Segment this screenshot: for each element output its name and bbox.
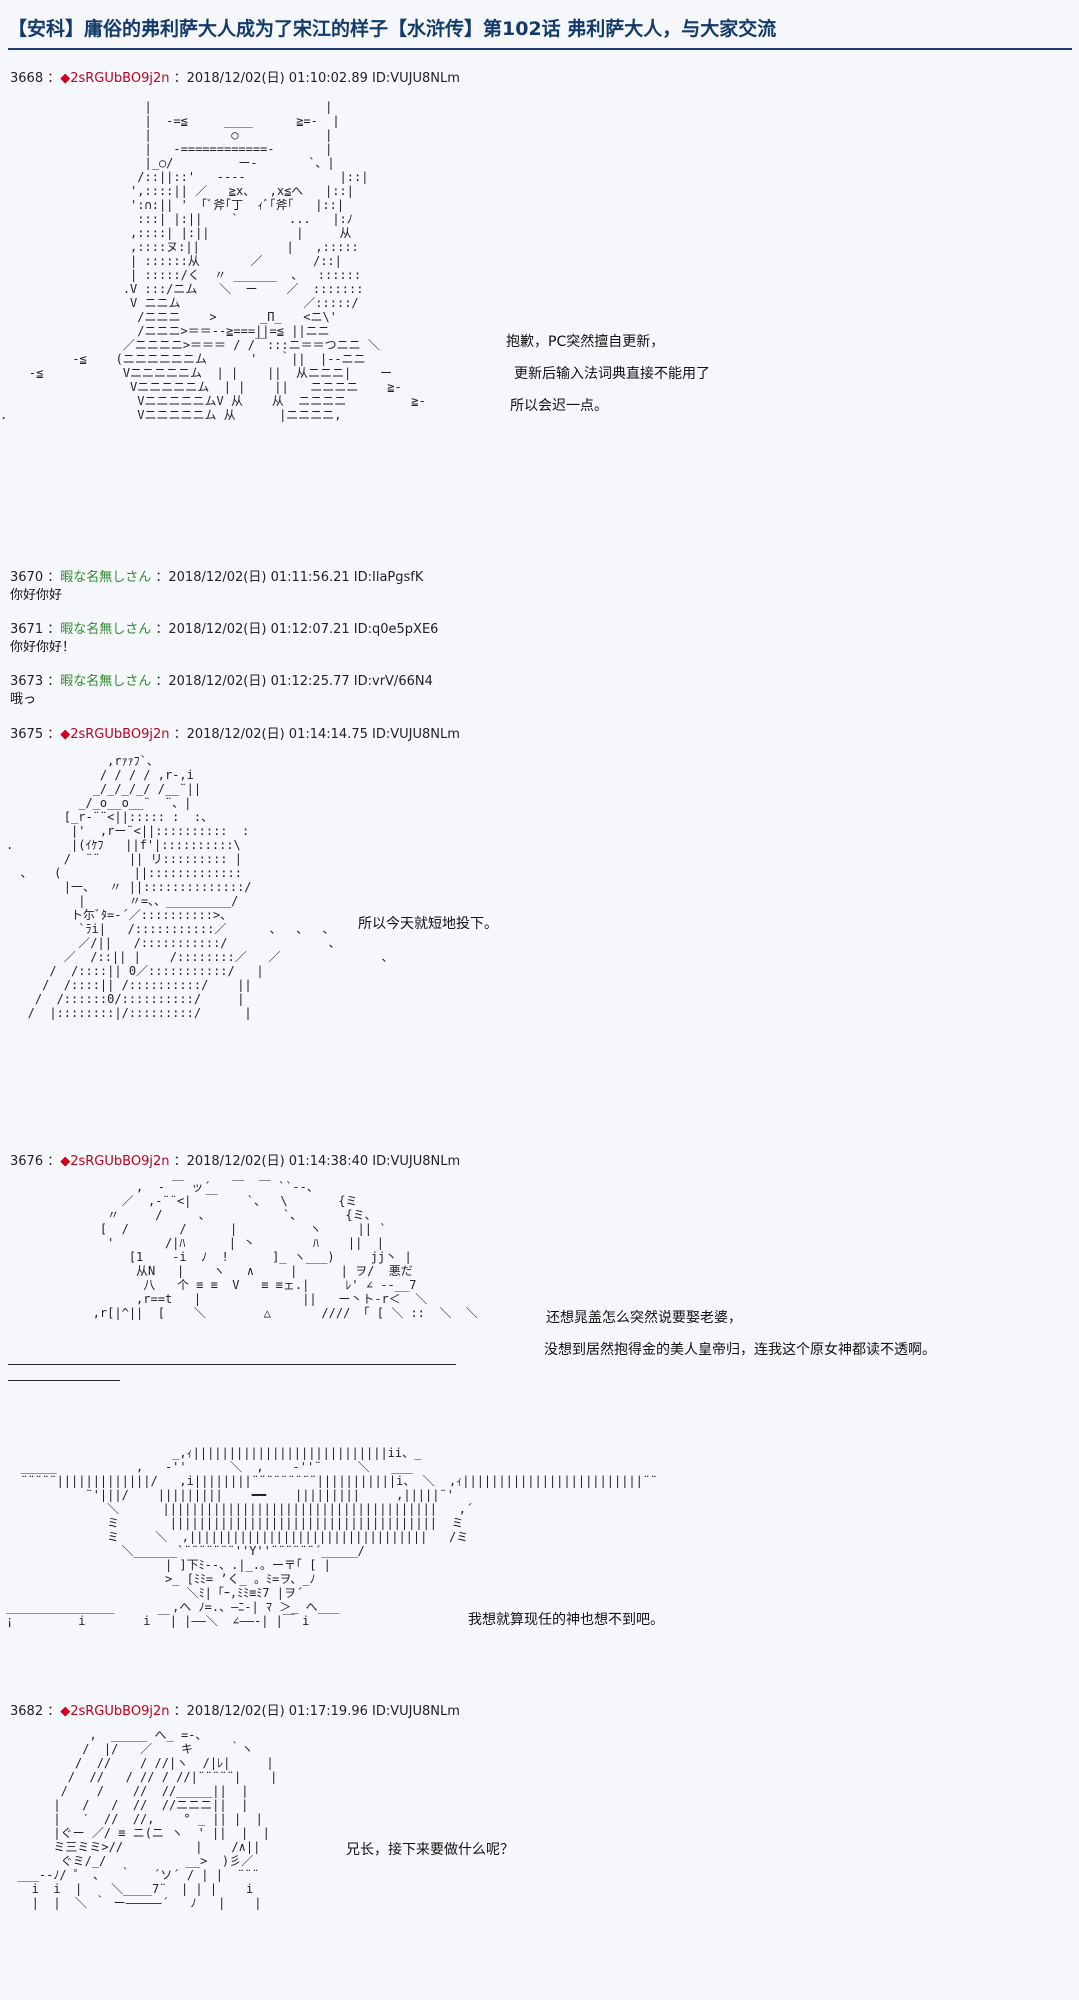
ascii-art-long-hair-figure: , _____ へ_ =-、 / |/ ／ キ ｀ヽ / // / //|ヽ /… bbox=[17, 1728, 278, 1910]
post-body: 哦っ bbox=[10, 692, 37, 707]
dialogue-block-2: 所以今天就短地投下。 bbox=[358, 916, 498, 932]
post-number[interactable]: 3673 bbox=[10, 674, 44, 689]
poster-name: 暇な名無しさん bbox=[60, 674, 152, 689]
dialogue-block-1: 抱歉，PC突然擅自更新， 更新后输入法词典直接不能用了 所以会迟一点。 bbox=[506, 332, 710, 428]
post-meta: ：2018/12/02(日) 01:10:02.89 ID:VUJU8NLm bbox=[169, 71, 460, 86]
post-number[interactable]: 3676 bbox=[10, 1154, 44, 1169]
post-header-3668: 3668 ：◆2sRGUbBO9j2n ：2018/12/02(日) 01:10… bbox=[10, 71, 460, 86]
post-header-3670: 3670 ：暇な名無しさん ：2018/12/02(日) 01:11:56.21… bbox=[10, 570, 424, 585]
post-meta: ：2018/12/02(日) 01:14:14.75 ID:VUJU8NLm bbox=[169, 727, 460, 742]
post-header-3676: 3676 ：◆2sRGUbBO9j2n ：2018/12/02(日) 01:14… bbox=[10, 1154, 461, 1169]
trip-diamond-icon: ◆ bbox=[60, 1704, 71, 1719]
dialogue-block-3: 还想晁盖怎么突然说要娶老婆， 没想到居然抱得金的美人皇帝归，连我这个原女神都读不… bbox=[544, 1308, 936, 1372]
ascii-art-frieza: | | | -=≦ ____ ≧=- | | ○ | | -==========… bbox=[0, 100, 426, 422]
poster-name: 暇な名無しさん bbox=[60, 622, 152, 637]
ascii-art-hooded-figure: ,rｧｧﾌ`、 / / / / ,r-,i _/_/_/_/ /__¨|| _/… bbox=[6, 754, 394, 1020]
dialogue-line: 所以会迟一点。 bbox=[510, 398, 608, 414]
poster-name: 2sRGUbBO9j2n bbox=[70, 1704, 170, 1719]
ascii-art-eye-creature: _,ｨ|||||||||||||||||||||||||||ii、_ _____… bbox=[6, 1446, 658, 1628]
dialogue-line: 还想晁盖怎么突然说要娶老婆， bbox=[546, 1310, 742, 1326]
poster-name: 2sRGUbBO9j2n bbox=[70, 1154, 170, 1169]
post-number[interactable]: 3675 bbox=[10, 727, 44, 742]
post-meta: ：2018/12/02(日) 01:17:19.96 ID:VUJU8NLm bbox=[169, 1704, 460, 1719]
post-body: 你好你好 bbox=[10, 588, 63, 603]
post-number[interactable]: 3670 bbox=[10, 570, 44, 585]
dialogue-line: 没想到居然抱得金的美人皇帝归，连我这个原女神都读不透啊。 bbox=[544, 1342, 936, 1358]
post-header-3671: 3671 ：暇な名無しさん ：2018/12/02(日) 01:12:07.21… bbox=[10, 622, 439, 637]
post-number[interactable]: 3682 bbox=[10, 1704, 44, 1719]
poster-name: 2sRGUbBO9j2n bbox=[70, 71, 170, 86]
art-ground-line bbox=[8, 1380, 120, 1381]
post-number[interactable]: 3668 bbox=[10, 71, 44, 86]
post-number[interactable]: 3671 bbox=[10, 622, 44, 637]
trip-diamond-icon: ◆ bbox=[60, 71, 71, 86]
art-ground-line bbox=[8, 1364, 456, 1365]
title-divider bbox=[8, 48, 1072, 50]
trip-diamond-icon: ◆ bbox=[60, 1154, 71, 1169]
ascii-art-goddess: , ‐ ￣ ッ´ ￣ ￣ ``--、 ／ ,‐¨¨<| ￣ `、 \ {ミ 〃 … bbox=[92, 1180, 478, 1320]
dialogue-line: 抱歉，PC突然擅自更新， bbox=[506, 334, 665, 350]
dialogue-line: 更新后输入法词典直接不能用了 bbox=[514, 366, 710, 382]
post-meta: ：2018/12/02(日) 01:11:56.21 ID:IlaPgsfK bbox=[151, 570, 424, 585]
post-header-3682: 3682 ：◆2sRGUbBO9j2n ：2018/12/02(日) 01:17… bbox=[10, 1704, 460, 1719]
dialogue-block-4: 我想就算现任的神也想不到吧。 bbox=[468, 1612, 664, 1628]
post-meta: ：2018/12/02(日) 01:12:25.77 ID:vrV/66N4 bbox=[151, 674, 433, 689]
post-header-3675: 3675 ：◆2sRGUbBO9j2n ：2018/12/02(日) 01:14… bbox=[10, 727, 460, 742]
post-meta: ：2018/12/02(日) 01:12:07.21 ID:q0e5pXE6 bbox=[151, 622, 439, 637]
poster-name: 暇な名無しさん bbox=[60, 570, 152, 585]
dialogue-block-5: 兄长，接下来要做什么呢？ bbox=[346, 1842, 514, 1858]
page-title: 【安科】庸俗的弗利萨大人成为了宋江的样子【水浒传】第102话 弗利萨大人，与大家… bbox=[8, 18, 777, 40]
post-meta: ：2018/12/02(日) 01:14:38:40 ID:VUJU8NLm bbox=[169, 1154, 461, 1169]
post-body: 你好你好！ bbox=[10, 640, 76, 655]
post-header-3673: 3673 ：暇な名無しさん ：2018/12/02(日) 01:12:25.77… bbox=[10, 674, 433, 689]
trip-diamond-icon: ◆ bbox=[60, 727, 71, 742]
poster-name: 2sRGUbBO9j2n bbox=[70, 727, 170, 742]
